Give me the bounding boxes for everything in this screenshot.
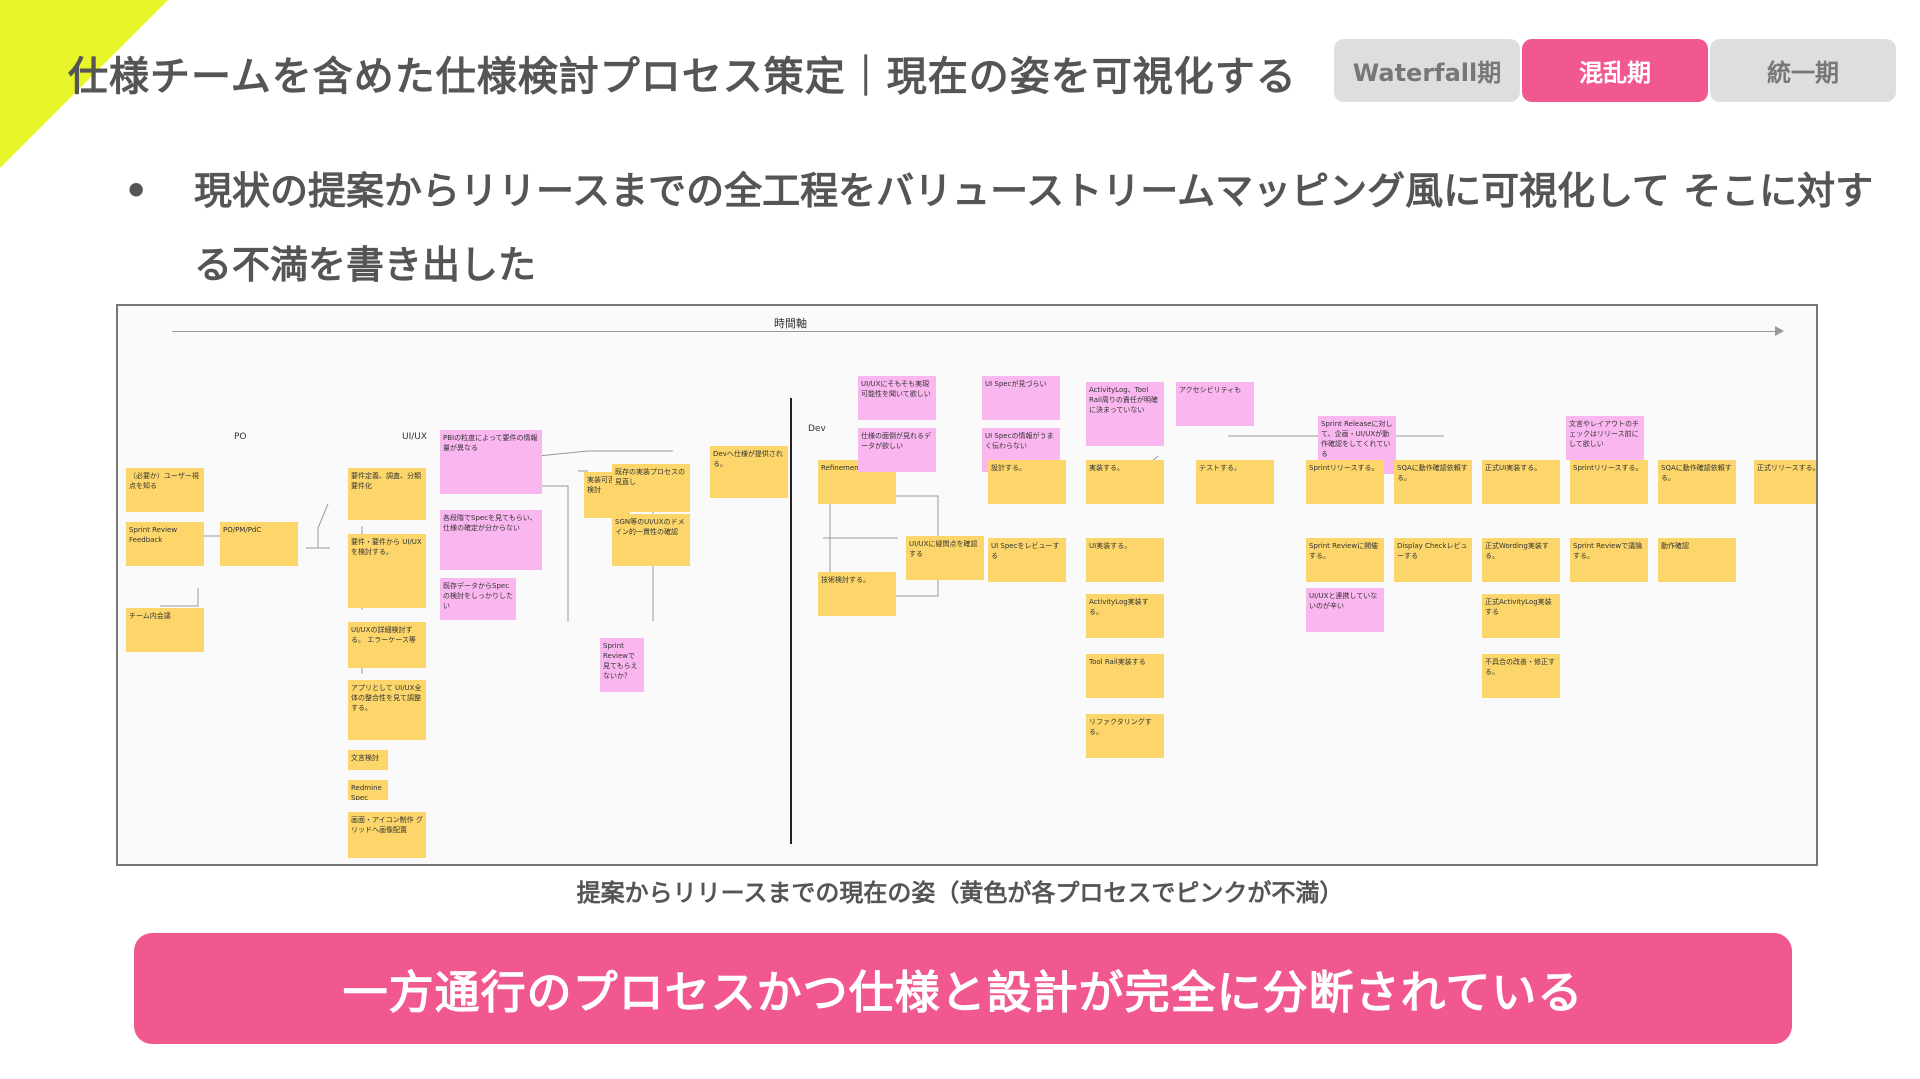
- pain-point-note: 仕様の面倒が見れるデータが欲しい: [858, 428, 936, 472]
- time-axis-label: 時間軸: [774, 317, 807, 330]
- process-note: 正式UI実装する。: [1482, 460, 1560, 504]
- process-note: Tool Rail実装する: [1086, 654, 1164, 698]
- process-note: 要件定義、調査、分類 要件化: [348, 468, 426, 520]
- process-note: 技術検討する。: [818, 572, 896, 616]
- process-note: 正式ActivityLog実装する: [1482, 594, 1560, 638]
- lane-label-uiux: UI/UX: [402, 432, 428, 442]
- process-note: 正式リリースする。: [1754, 460, 1816, 504]
- phase-tab-unified[interactable]: 統一期: [1710, 39, 1896, 102]
- process-note: チーム内会議: [126, 608, 204, 652]
- process-note: UI実装する。: [1086, 538, 1164, 582]
- process-note: アプリとして UI/UX全体の整合性を見て調整する。: [348, 680, 426, 740]
- conclusion-banner: 一方通行のプロセスかつ仕様と設計が完全に分断されている: [134, 933, 1792, 1044]
- lane-label-po: PO: [234, 432, 247, 442]
- process-note: Sprintリリースする。: [1570, 460, 1648, 504]
- process-note: 正式Wording実装する。: [1482, 538, 1560, 582]
- value-stream-board: 時間軸 PO UI/UX Dev （必要か）ユーザー視点を知る Sprint Re…: [116, 304, 1818, 866]
- process-note: リファクタリングする。: [1086, 714, 1164, 758]
- pain-point-note: UI/UXと連携していないのが辛い: [1306, 588, 1384, 632]
- process-note: 既存の実装プロセスの見直し: [612, 464, 690, 512]
- process-note: 動作確認: [1658, 538, 1736, 582]
- process-note: Devへ仕様が提供される。: [710, 446, 788, 498]
- lane-divider: [790, 398, 792, 844]
- process-note: Sprint Reviewに開催する。: [1306, 538, 1384, 582]
- process-note: PO/PM/PdC: [220, 522, 298, 566]
- process-note: SQAに動作確認依頼する。: [1658, 460, 1736, 504]
- process-note: 文言検討: [348, 750, 388, 770]
- process-note: UI/UXの詳細検討する。 エラーケース等: [348, 622, 426, 668]
- process-note: Display Checkレビューする: [1394, 538, 1472, 582]
- process-note: UI/UXに疑問点を確認する: [906, 536, 984, 580]
- corner-accent: [0, 0, 168, 168]
- lane-label-dev: Dev: [808, 424, 826, 434]
- process-note: UI Specをレビューする: [988, 538, 1066, 582]
- process-note: テストする。: [1196, 460, 1274, 504]
- process-note: 画面・アイコン制作 グリッドへ画像配置: [348, 812, 426, 858]
- pain-point-note: PBIの粒度によって要件の情報量が異なる: [440, 430, 542, 494]
- pain-point-note: 各段階でSpecを見てもらい、仕様の確定が分からない: [440, 510, 542, 570]
- process-note: ActivityLog実装する。: [1086, 594, 1164, 638]
- pain-point-note: Sprint Reviewで見てもらえないか？: [600, 638, 644, 692]
- pain-point-note: 文言やレイアウトのチェックはリリース前にして欲しい: [1566, 416, 1644, 460]
- pain-point-note: アクセシビリティも: [1176, 382, 1254, 426]
- board-caption: 提案からリリースまでの現在の姿（黄色が各プロセスでピンクが不満）: [576, 879, 1344, 907]
- pain-point-note: 既存データからSpecの検討をしっかりしたい: [440, 578, 516, 620]
- pain-point-note: UI/UXにそもそも実現可能性を聞いて欲しい: [858, 376, 936, 420]
- process-note: 要件・要件から UI/UXを検討する。: [348, 534, 426, 608]
- pain-point-note: Sprint Releaseに対して、企画・UI/UXが動作確認をしてくれている: [1318, 416, 1396, 474]
- bullet-text: 現状の提案からリリースまでの全工程をバリューストリームマッピング風に可視化して …: [194, 169, 1874, 287]
- time-axis: [172, 326, 1784, 336]
- pain-point-note: ActivityLog、Tool Rail周りの責任が明確に決まっていない: [1086, 382, 1164, 446]
- process-note: 不具合の改善・修正する。: [1482, 654, 1560, 698]
- process-note: SGN等のUI/UXのドメイン的一貫性の確認: [612, 514, 690, 566]
- process-note: SQAに動作確認依頼する。: [1394, 460, 1472, 504]
- phase-tab-chaos[interactable]: 混乱期: [1522, 39, 1708, 102]
- process-note: 実装する。: [1086, 460, 1164, 504]
- pain-point-note: UI Specが見づらい: [982, 376, 1060, 420]
- process-note: 設計する。: [988, 460, 1066, 504]
- page-title: 仕様チームを含めた仕様検討プロセス策定｜現在の姿を可視化する: [68, 54, 1297, 100]
- process-note: （必要か）ユーザー視点を知る: [126, 468, 204, 512]
- process-note: Sprint Reviewで議論する。: [1570, 538, 1648, 582]
- bullet-marker: •: [124, 169, 149, 213]
- process-note: Redmine Spec: [348, 780, 388, 800]
- phase-tabs: Waterfall期 混乱期 統一期: [1334, 39, 1898, 102]
- process-note: Sprintリリースする。: [1306, 460, 1384, 504]
- process-note: Sprint Review Feedback: [126, 522, 204, 566]
- phase-tab-waterfall[interactable]: Waterfall期: [1334, 39, 1520, 102]
